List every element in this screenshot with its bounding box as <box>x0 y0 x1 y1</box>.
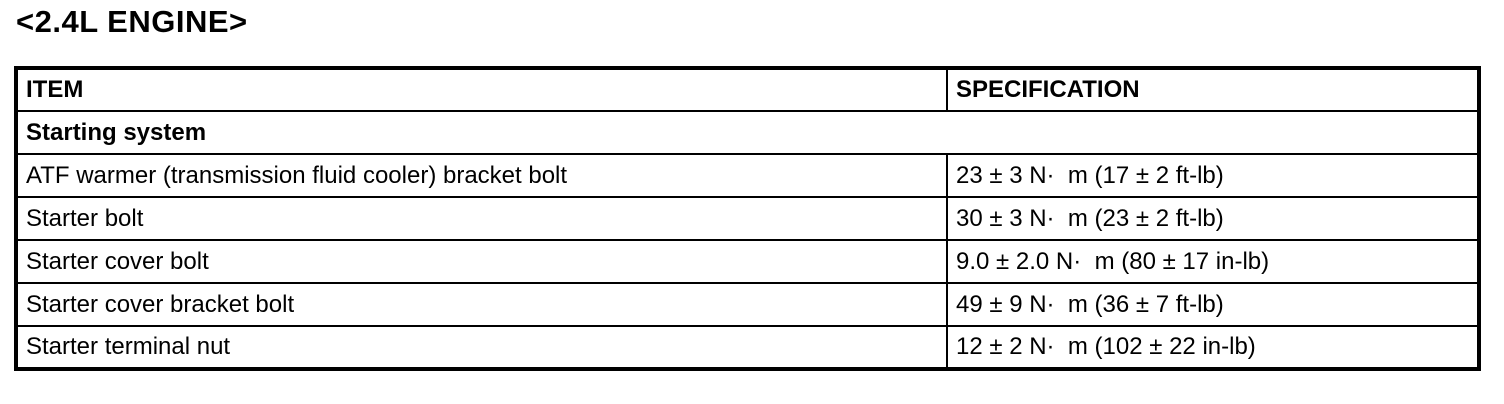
spec-cell: 23 ± 3 N· m (17 ± 2 ft-lb) <box>946 153 1480 198</box>
table-row: ATF warmer (transmission fluid cooler) b… <box>15 153 1480 198</box>
table-row: Starter bolt 30 ± 3 N· m (23 ± 2 ft-lb) <box>15 196 1480 241</box>
section-row: Starting system <box>15 110 1480 155</box>
item-cell: Starter cover bolt <box>15 239 948 284</box>
page-title: <2.4L ENGINE> <box>16 4 248 39</box>
table-row: Starter terminal nut 12 ± 2 N· m (102 ± … <box>15 325 1480 370</box>
item-cell: Starter cover bracket bolt <box>15 282 948 327</box>
torque-spec-table: ITEM SPECIFICATION Starting system ATF w… <box>14 66 1481 371</box>
spec-cell: 12 ± 2 N· m (102 ± 22 in-lb) <box>946 325 1480 370</box>
table-row: Starter cover bracket bolt 49 ± 9 N· m (… <box>15 282 1480 327</box>
section-label: Starting system <box>15 110 1480 155</box>
item-cell: ATF warmer (transmission fluid cooler) b… <box>15 153 948 198</box>
spec-cell: 9.0 ± 2.0 N· m (80 ± 17 in-lb) <box>946 239 1480 284</box>
column-header-specification: SPECIFICATION <box>946 67 1480 112</box>
column-header-item: ITEM <box>15 67 948 112</box>
spec-cell: 30 ± 3 N· m (23 ± 2 ft-lb) <box>946 196 1480 241</box>
spec-cell: 49 ± 9 N· m (36 ± 7 ft-lb) <box>946 282 1480 327</box>
table-header-row: ITEM SPECIFICATION <box>15 67 1480 112</box>
item-cell: Starter terminal nut <box>15 325 948 370</box>
table-row: Starter cover bolt 9.0 ± 2.0 N· m (80 ± … <box>15 239 1480 284</box>
item-cell: Starter bolt <box>15 196 948 241</box>
